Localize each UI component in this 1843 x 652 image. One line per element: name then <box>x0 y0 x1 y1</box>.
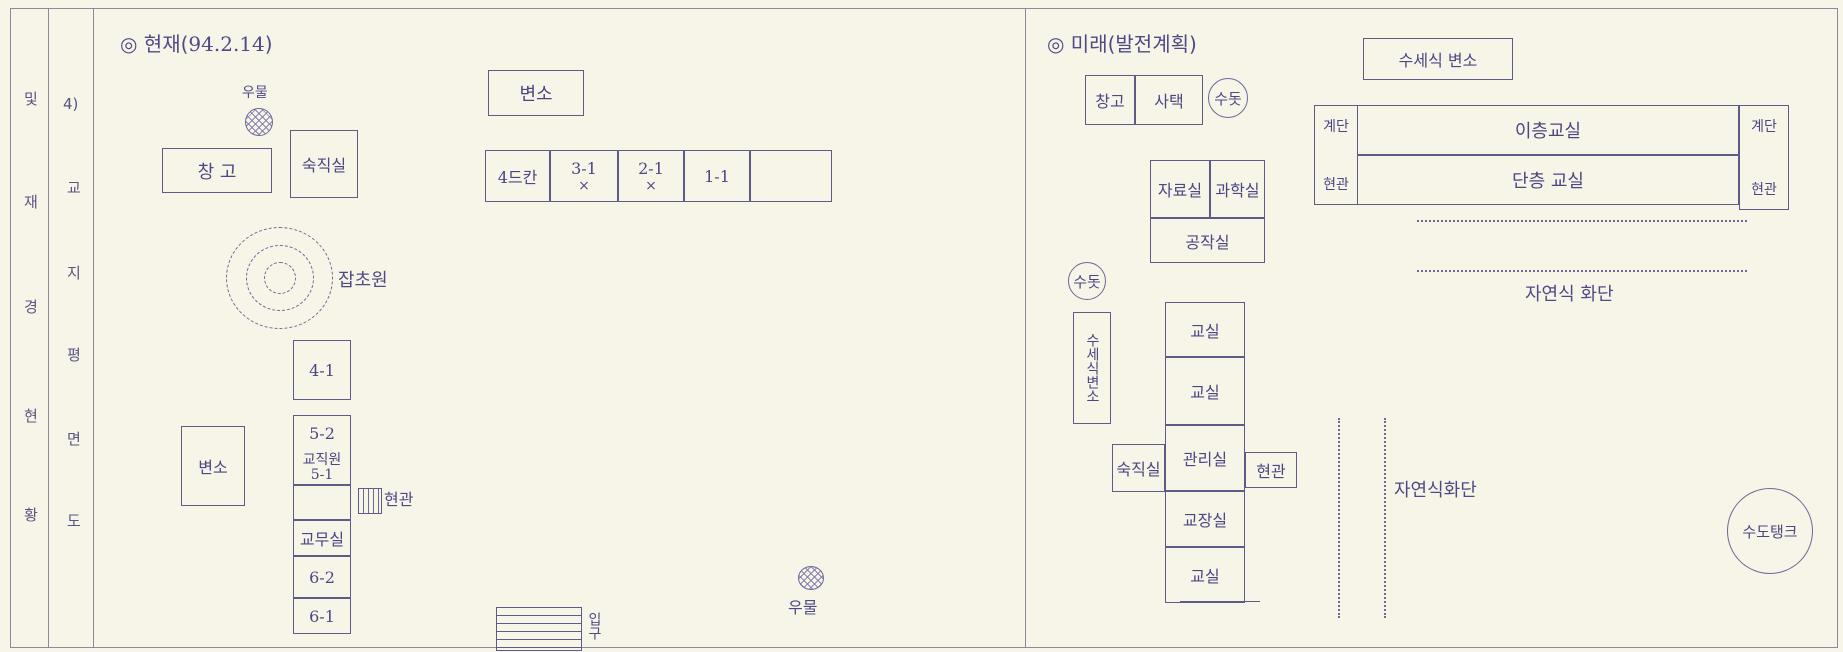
outer-char-1: 및 <box>24 90 38 108</box>
storage-future: 창고 <box>1085 75 1135 125</box>
current-title: ◎ 현재(94.2.14) <box>120 28 273 57</box>
current-title-date: 94.2.14 <box>188 32 265 56</box>
gate-label: 입구 <box>586 612 602 640</box>
stairs-right-block: 계단 현관 <box>1739 105 1789 210</box>
flush-toilet-side: 수세식변소 <box>1073 312 1111 424</box>
well-bottom-icon <box>798 566 824 590</box>
toilet-current-top: 변소 <box>488 70 584 116</box>
future-title: ◎ 미래(발전계획) <box>1047 32 1197 56</box>
future-column-room-5: 교실 <box>1165 547 1245 603</box>
section-char-3: 평 <box>67 346 81 364</box>
sidebar-divider-2 <box>93 8 94 648</box>
garden-label: 잡초원 <box>338 270 388 291</box>
current-title-close: ) <box>264 32 273 56</box>
future-column-room-3: 관리실 <box>1165 425 1245 491</box>
teachers-room: 과학실 <box>1210 160 1265 218</box>
section-char-4: 면 <box>67 430 81 448</box>
dorm-current: 숙직실 <box>290 130 358 198</box>
stairs-left-label: 계단 <box>1323 119 1349 135</box>
well-bottom-label: 우물 <box>788 598 818 617</box>
water-tank-circle: 수도탱크 <box>1727 488 1813 574</box>
science-room: 자료실 <box>1150 160 1210 218</box>
stairs-left-block: 계단 현관 <box>1314 105 1357 205</box>
classroom-row-2-mark: × <box>578 177 590 194</box>
column-room-6: 6-2 <box>293 556 351 598</box>
column-room-4 <box>293 485 351 520</box>
garden-ring-outer <box>226 227 333 329</box>
water-left-circle: 수돗 <box>1068 262 1106 300</box>
section-char-2: 지 <box>67 264 81 282</box>
well-top-label: 우물 <box>242 85 268 101</box>
classroom-row-3-label: 2-1 <box>638 158 664 178</box>
well-icon <box>245 108 273 136</box>
outer-char-5: 황 <box>24 506 38 524</box>
two-story-classroom: 이층교실 <box>1357 105 1739 155</box>
water-top-circle: 수돗 <box>1208 78 1248 118</box>
nature-garden-shape <box>1417 220 1747 272</box>
classroom-row-3: 2-1 × <box>618 150 684 202</box>
future-column-room-2: 교실 <box>1165 357 1245 425</box>
outer-char-2: 재 <box>24 193 38 211</box>
document-frame <box>10 8 1838 648</box>
entrance-steps-icon <box>358 488 382 514</box>
column-room-5: 교무실 <box>293 520 351 556</box>
column-room-2: 5-2 <box>293 415 351 485</box>
future-column-room-1: 교실 <box>1165 302 1245 357</box>
outer-char-3: 경 <box>24 298 38 316</box>
entrance-label: 현관 <box>384 490 414 509</box>
classroom-row-4: 1-1 <box>684 150 750 202</box>
night-duty-room: 숙직실 <box>1112 444 1165 492</box>
section-number: 4) <box>63 95 79 113</box>
garden-ring-inner <box>264 262 296 294</box>
stairs-right-label: 계단 <box>1751 119 1777 135</box>
house-future: 사택 <box>1135 75 1203 125</box>
future-entrance: 현관 <box>1245 452 1297 488</box>
current-title-prefix: ◎ 현재( <box>120 32 189 56</box>
garden-ring-middle <box>246 245 314 311</box>
nature-garden-label: 자연식 화단 <box>1525 284 1614 305</box>
flush-toilet-top: 수세식 변소 <box>1363 38 1513 80</box>
center-divider <box>1025 8 1026 648</box>
entrance-left-label: 현관 <box>1323 177 1349 193</box>
section-char-5: 도 <box>67 512 81 530</box>
flower-bed-shape <box>1338 418 1386 618</box>
column-room-3: 교직원 5-1 <box>302 451 342 483</box>
storage-current: 창 고 <box>162 148 272 193</box>
future-column-room-4: 교장실 <box>1165 491 1245 547</box>
entrance-right-label: 현관 <box>1751 182 1777 198</box>
classroom-row-1: 4드칸 <box>485 150 550 202</box>
classroom-row-2: 3-1 × <box>550 150 618 202</box>
classroom-row-5 <box>750 150 832 202</box>
toilet-current-left: 변소 <box>181 426 245 506</box>
workshop-room: 공작실 <box>1150 218 1265 263</box>
gate-structure <box>496 607 582 651</box>
column-room-1: 4-1 <box>293 340 351 400</box>
sidebar-divider-1 <box>48 8 49 648</box>
column-room-7: 6-1 <box>293 598 351 634</box>
outer-char-4: 현 <box>24 407 38 425</box>
future-column-base-line <box>1180 601 1260 602</box>
section-char-1: 교 <box>67 179 81 197</box>
classroom-row-3-mark: × <box>645 177 657 194</box>
one-story-classroom: 단층 교실 <box>1357 155 1739 205</box>
classroom-row-2-label: 3-1 <box>571 158 597 178</box>
flower-bed-label: 자연식화단 <box>1394 480 1477 501</box>
